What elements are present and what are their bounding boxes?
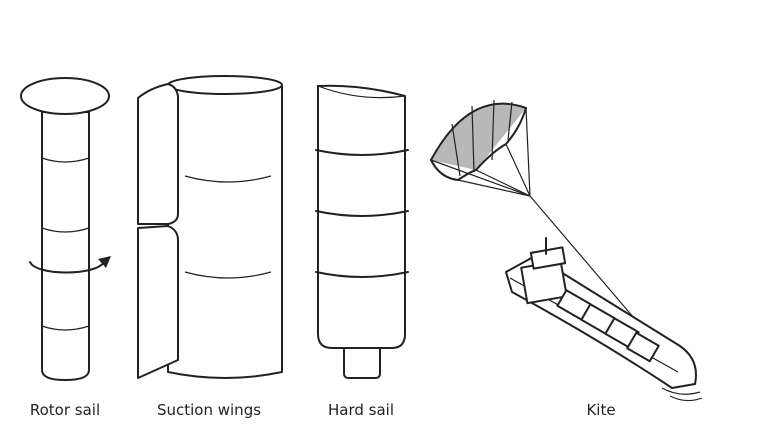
rotation-arrow: [29, 261, 105, 274]
rotor-sail-illustration: [20, 77, 111, 381]
label-kite: Kite: [586, 401, 616, 419]
cargo-ship: [505, 237, 703, 402]
kite-canopy: [430, 99, 527, 181]
hard-sail-illustration: [315, 84, 409, 379]
kite-illustration: [430, 99, 703, 402]
rotation-arrowhead-icon: [98, 256, 111, 268]
label-hard-sail: Hard sail: [327, 401, 395, 419]
label-suction-wings: Suction wings: [156, 401, 262, 419]
label-rotor-sail: Rotor sail: [29, 401, 101, 419]
suction-wings-illustration: [137, 75, 283, 379]
